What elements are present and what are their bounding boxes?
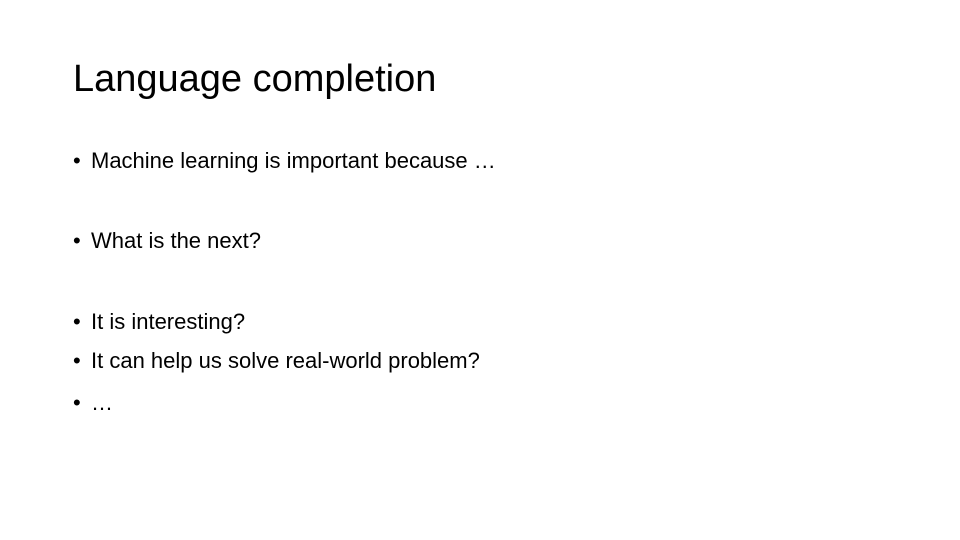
- bullet-text: Machine learning is important because …: [91, 148, 496, 173]
- bullet-marker: •: [73, 148, 81, 173]
- bullet-item: • It can help us solve real-world proble…: [73, 346, 480, 376]
- bullet-item: • It is interesting?: [73, 307, 245, 337]
- bullet-marker: •: [73, 390, 81, 415]
- bullet-marker: •: [73, 348, 81, 373]
- bullet-text: It can help us solve real-world problem?: [91, 348, 480, 373]
- bullet-text: …: [91, 390, 113, 415]
- bullet-item: • What is the next?: [73, 226, 261, 256]
- bullet-item: • …: [73, 388, 113, 418]
- bullet-text: It is interesting?: [91, 309, 246, 334]
- bullet-text: What is the next?: [91, 228, 261, 253]
- bullet-marker: •: [73, 228, 81, 253]
- bullet-marker: •: [73, 309, 81, 334]
- bullet-item: • Machine learning is important because …: [73, 146, 496, 176]
- slide-title: Language completion: [73, 58, 437, 100]
